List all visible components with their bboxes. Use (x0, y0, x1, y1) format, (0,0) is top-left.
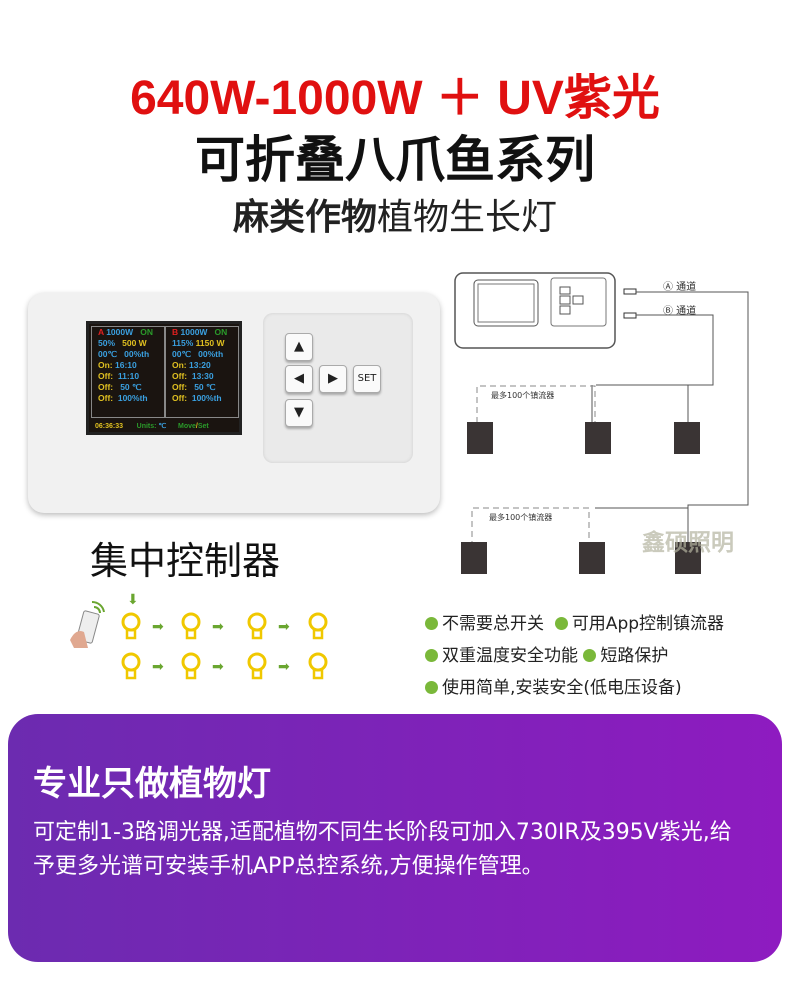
screen-value: 13:30 (191, 371, 214, 381)
light-bulb-icon (246, 652, 268, 682)
tagline-bold: 麻类作物 (232, 197, 377, 238)
channel-b-label: Ⓑ 通道 (663, 306, 697, 317)
screen-value: 100%th (191, 393, 222, 403)
up-key: ▲ (285, 333, 313, 361)
right-arrow-icon: ➡ (212, 619, 224, 635)
channel-state: ON (214, 327, 228, 337)
screen-label: Off: (98, 371, 114, 381)
screen-value: 00%th (124, 349, 150, 359)
channel-state: ON (140, 327, 153, 337)
move-hint: Move (178, 423, 196, 430)
tagline: 麻类作物植物生长灯 (0, 188, 790, 240)
set-key: SET (353, 365, 381, 393)
feature-item: 不需要总开关 (442, 614, 544, 634)
screen-label: Off: (172, 393, 188, 403)
controller-label: 集中控制器 (90, 539, 281, 583)
light-bulb-icon (120, 652, 142, 682)
right-arrow-icon: ➡ (152, 619, 164, 635)
down-key: ▼ (285, 399, 313, 427)
promo-body: 可定制1-3路调光器,适配植物不同生长阶段可加入730IR及395V紫光,给予更… (33, 820, 732, 879)
screen-label: Off: (98, 393, 114, 403)
light-bulb-icon (180, 652, 202, 682)
screen-clock: 06:36:33 (95, 423, 124, 430)
light-bulb-icon (307, 612, 329, 642)
ballast-group-label: 最多100个镇流器 (489, 513, 553, 522)
screen-value: 50% (98, 338, 116, 348)
controller-screen: A 1000W ON 50% 500 W 00℃ 00%th On: 16:10… (86, 321, 242, 435)
promo-panel: 专业只做植物灯 可定制1-3路调光器,适配植物不同生长阶段可加入730IR及39… (8, 714, 782, 962)
watermark: 鑫硕照明 (642, 530, 734, 556)
channel-letter: B (172, 327, 179, 337)
series-title: 可折叠八爪鱼系列 (195, 131, 595, 189)
bullet-dot-icon (425, 649, 438, 662)
feature-item: 可用App控制镇流器 (571, 614, 725, 634)
bullet-dot-icon (583, 649, 597, 662)
wiring-lines (454, 272, 749, 574)
screen-label: On: (98, 360, 113, 370)
screen-value: 500 W (122, 338, 147, 348)
down-arrow-icon: ⬇ (127, 592, 139, 608)
screen-value: 00℃ (172, 349, 192, 359)
channel-a-label: Ⓐ 通道 (663, 282, 697, 293)
screen-label: Off: (172, 371, 188, 381)
right-arrow-icon: ➡ (278, 659, 290, 675)
screen-value: 50 ℃ (194, 382, 216, 392)
feature-item: 短路保护 (600, 646, 669, 666)
bullet-dot-icon (425, 681, 438, 694)
promo-heading: 专业只做植物灯 (33, 764, 271, 804)
light-bulb-icon (246, 612, 268, 642)
left-key: ◀ (285, 365, 313, 393)
bulb-chain-illustration: ⬇ (60, 590, 340, 690)
bullet-dot-icon (425, 617, 438, 630)
headline: 640W-1000W ＋ UV紫光 (130, 72, 660, 125)
channel-letter: A (98, 327, 104, 337)
right-arrow-icon: ➡ (212, 659, 224, 675)
channel-power: 1000W (106, 327, 134, 337)
channel-power: 1000W (180, 327, 208, 337)
ballast-group-label: 最多100个镇流器 (491, 391, 555, 400)
controller-keypad: ▲ ◀ ▶ SET ▼ (263, 313, 413, 463)
bullet-dot-icon (554, 617, 568, 630)
controller-image: A 1000W ON 50% 500 W 00℃ 00%th On: 16:10… (28, 293, 440, 513)
channel-a-panel: A 1000W ON 50% 500 W 00℃ 00%th On: 16:10… (91, 326, 165, 418)
units-value: ℃ (158, 423, 167, 430)
phone-icon (70, 600, 105, 648)
screen-value: 11:10 (117, 371, 140, 381)
screen-value: 100%th (117, 393, 148, 403)
wiring-diagram: Ⓐ 通道 Ⓑ 通道 最多100个镇流器 最多100个镇流器 鑫硕照明 (450, 265, 780, 575)
screen-label: On: (172, 360, 187, 370)
screen-value: 1150 W (195, 338, 225, 348)
screen-value: 50 ℃ (120, 382, 142, 392)
feature-item: 双重温度安全功能 (442, 646, 578, 666)
feature-list: 不需要总开关 可用App控制镇流器 双重温度安全功能 短路保护 使用简单,安装安… (425, 608, 724, 704)
units-label: Units: (136, 423, 157, 430)
screen-value: 00℃ (98, 349, 118, 359)
right-arrow-icon: ➡ (278, 619, 290, 635)
channel-b-panel: B 1000W ON 115% 1150 W 00℃ 00%th On: 13:… (165, 326, 239, 418)
screen-value: 00%th (198, 349, 224, 359)
right-arrow-icon: ➡ (152, 659, 164, 675)
light-bulb-icon (180, 612, 202, 642)
light-bulb-icon (307, 652, 329, 682)
screen-label: Off: (172, 382, 188, 392)
right-key: ▶ (319, 365, 347, 393)
set-hint: Set (197, 423, 209, 430)
feature-item: 使用简单,安装安全(低电压设备) (442, 678, 682, 698)
screen-label: Off: (98, 382, 114, 392)
tagline-rest: 植物生长灯 (377, 197, 558, 238)
light-bulb-icon (120, 612, 142, 642)
screen-value: 115% (172, 338, 194, 348)
screen-value: 16:10 (115, 360, 137, 370)
screen-value: 13:20 (189, 360, 211, 370)
